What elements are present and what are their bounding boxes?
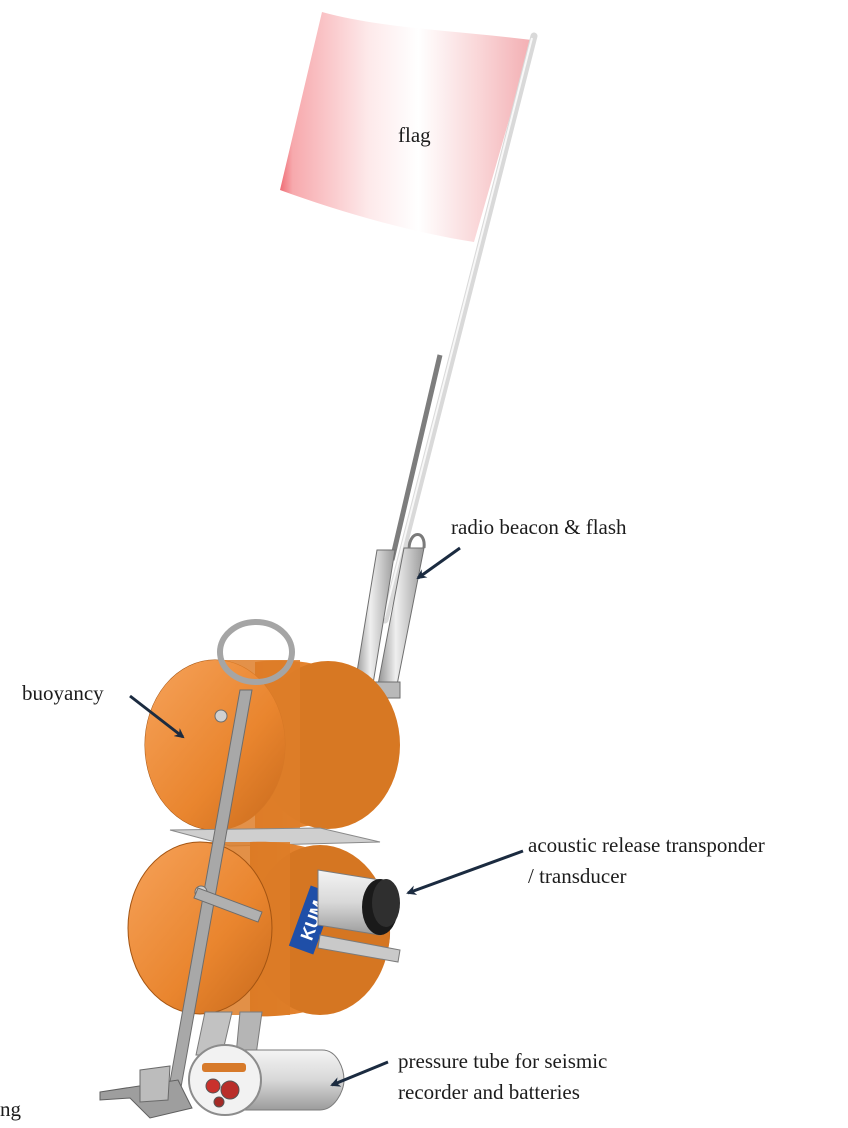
flag-label: flag: [398, 120, 431, 151]
acoustic-label-line2: / transducer: [528, 861, 765, 892]
anchor-bracket: [140, 1066, 170, 1102]
pressure-tube-label: pressure tube for seismic recorder and b…: [398, 1046, 607, 1108]
buoyancy-upper: [145, 660, 400, 830]
buoyancy-label: buoyancy: [22, 678, 104, 709]
flag-pole-lower: [392, 355, 440, 560]
acoustic-release-label: acoustic release transponder / transduce…: [528, 830, 765, 892]
radio-beacon-label: radio beacon & flash: [451, 512, 627, 543]
pressure-label-line2: recorder and batteries: [398, 1077, 607, 1108]
acoustic-label-line1: acoustic release transponder: [528, 830, 765, 861]
arrow-radio-beacon: [418, 548, 460, 578]
arrow-acoustic: [408, 851, 523, 893]
anchor-label-fragment: ng: [0, 1094, 21, 1125]
pressure-label-line1: pressure tube for seismic: [398, 1046, 607, 1077]
acoustic-release: [318, 870, 400, 962]
bolt-upper: [215, 710, 227, 722]
pressure-tube: [189, 1045, 344, 1115]
